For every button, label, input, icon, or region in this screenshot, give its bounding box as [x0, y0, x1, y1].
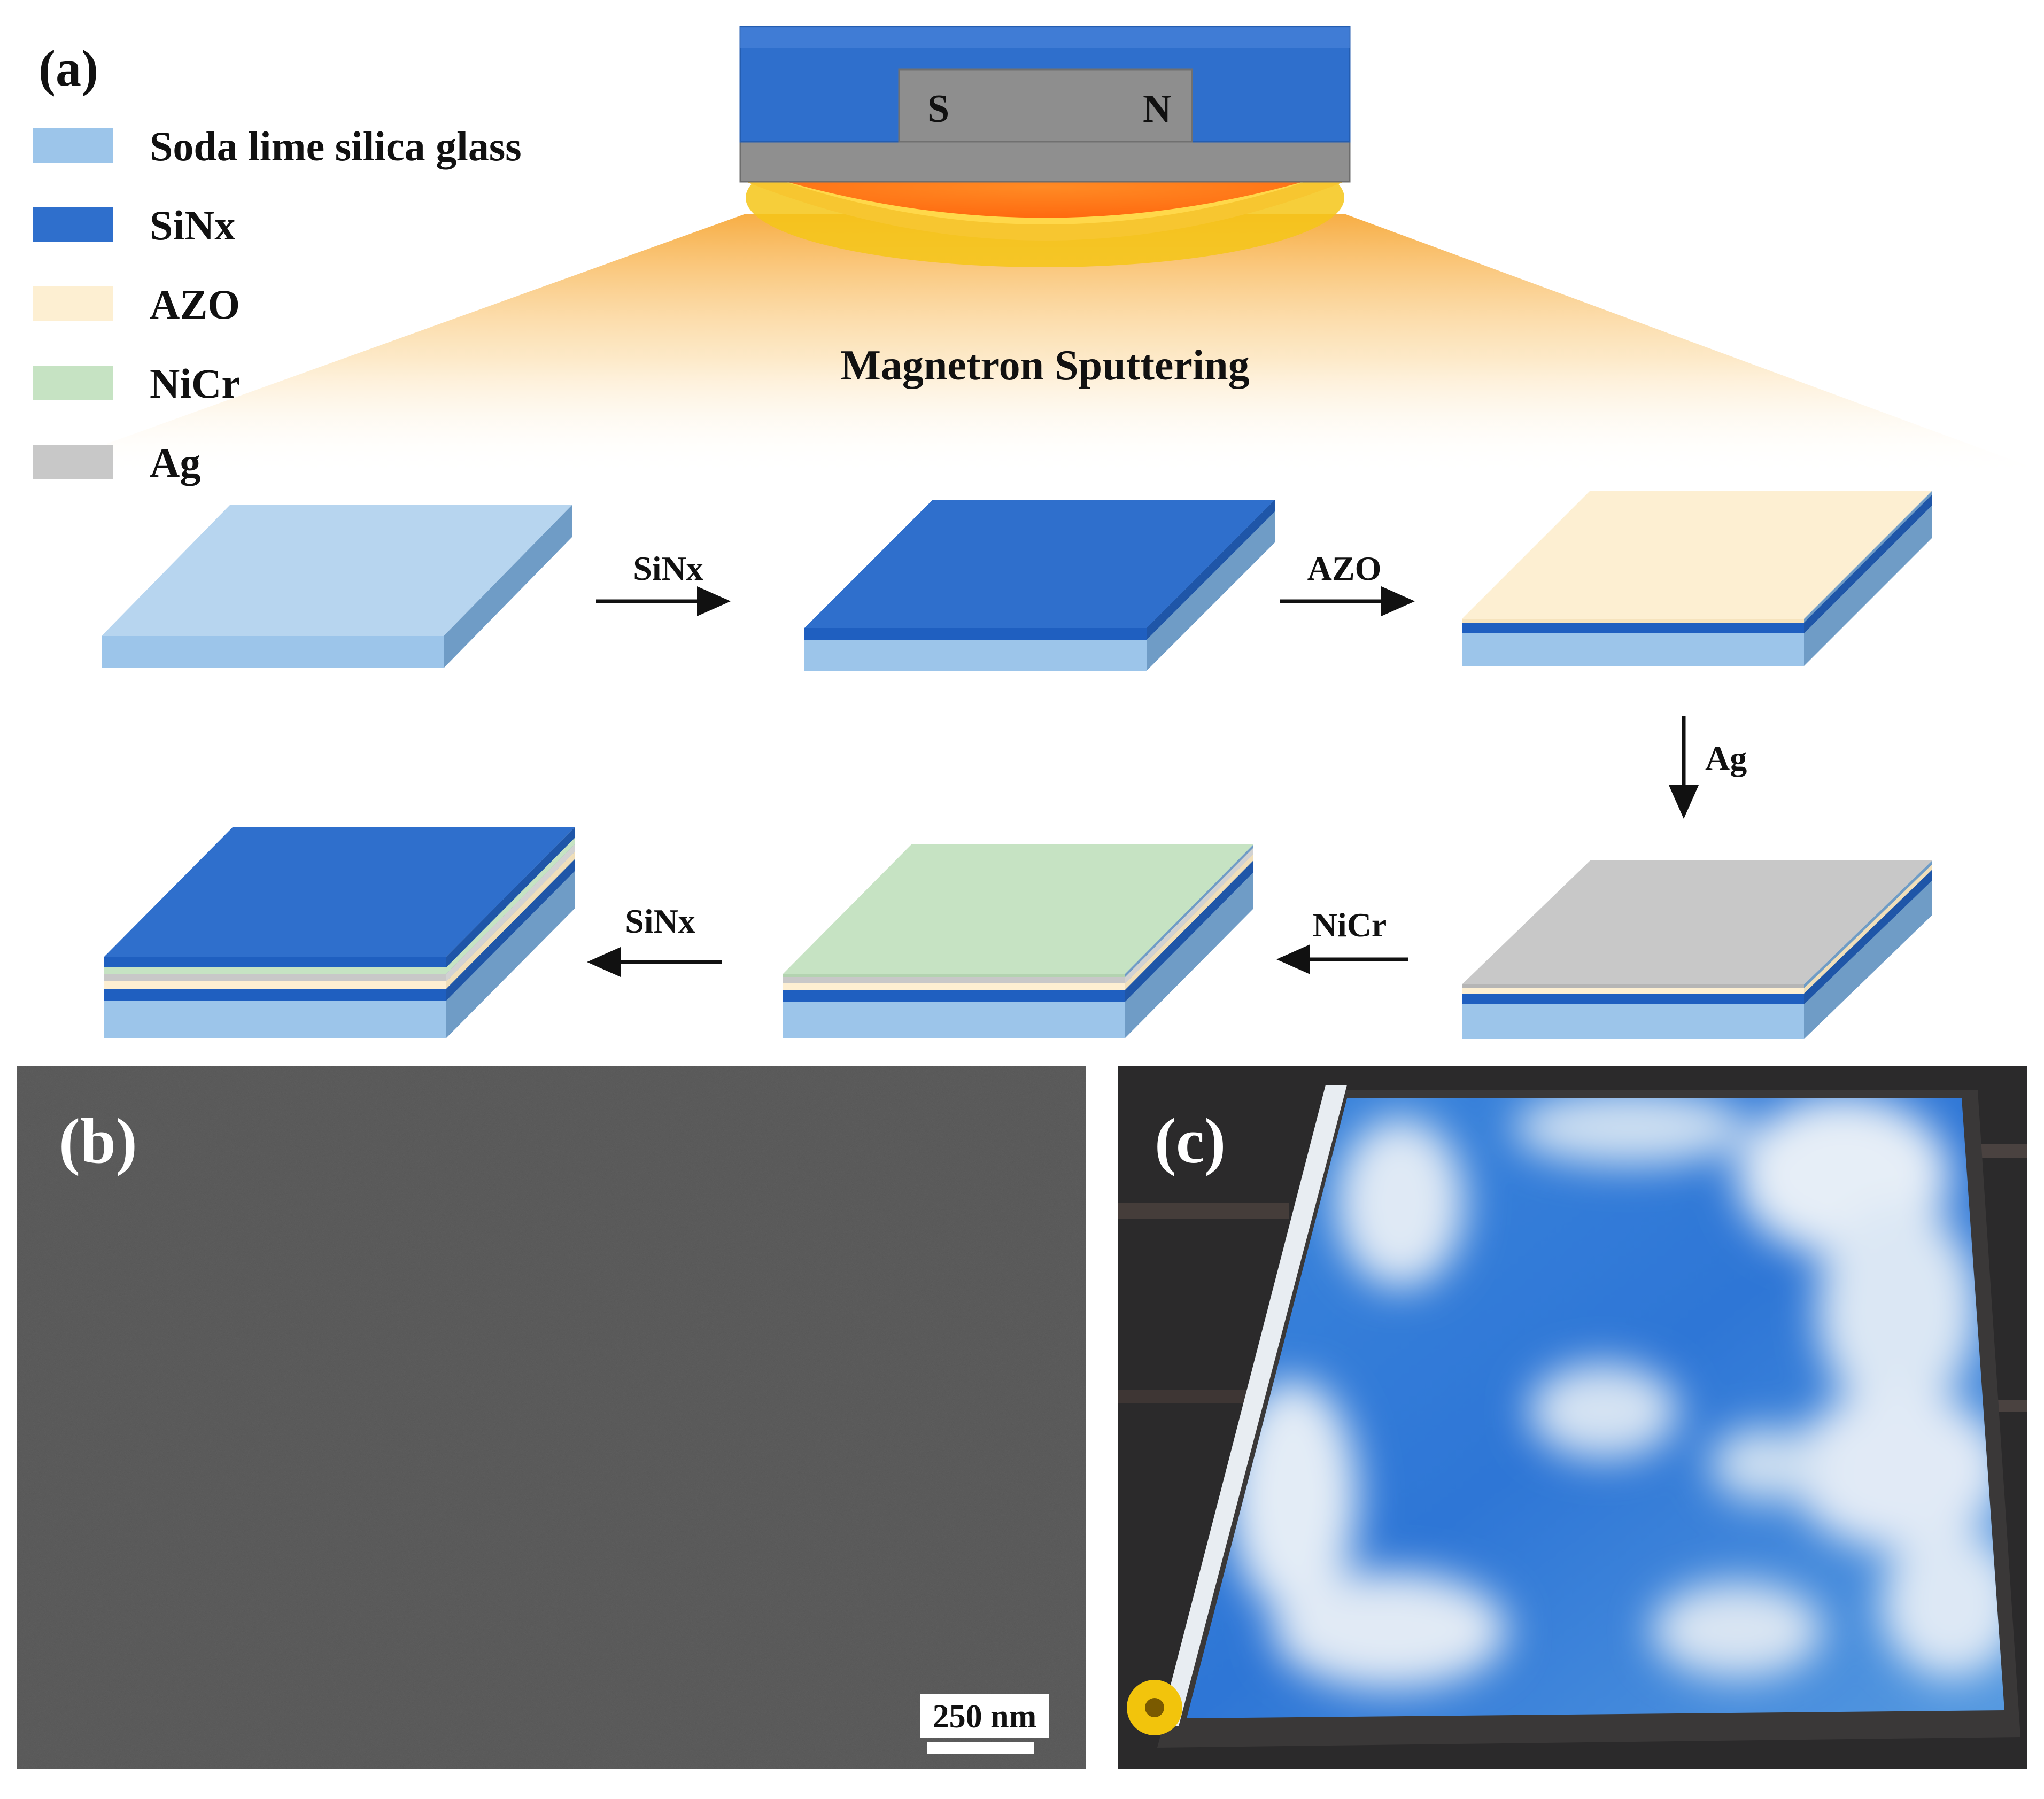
step-2-label: AZO	[1307, 549, 1382, 587]
sputtering-beam	[107, 214, 2026, 476]
magnet-south-label: S	[927, 87, 949, 131]
legend-label-glass: Soda lime silica glass	[150, 123, 522, 169]
panel-a: (a) S N Magnetron Sputtering Soda lime s…	[33, 26, 2026, 1039]
scale-bar	[927, 1742, 1034, 1754]
legend-swatch-ag	[33, 445, 113, 479]
step-4-label: NiCr	[1313, 906, 1387, 944]
process-arrows: SiNx AZO Ag NiCr SiNx	[587, 549, 1747, 977]
scale-bar-box	[920, 1694, 1049, 1738]
sem-image	[17, 1066, 1086, 1769]
panel-b: (b) 250 nm	[17, 1066, 1086, 1769]
step-3-label: Ag	[1705, 739, 1747, 777]
stack-2-sinx	[804, 500, 1275, 671]
legend-label-ag: Ag	[150, 439, 200, 486]
legend-label-azo: AZO	[150, 281, 240, 328]
magnetron: S N	[739, 26, 1351, 267]
coated-glass-pane	[1187, 1098, 2004, 1718]
panel-b-label: (b)	[59, 1105, 137, 1176]
stack-4-ag	[1462, 860, 1932, 1039]
legend-label-nicr: NiCr	[150, 360, 240, 407]
legend-swatch-glass	[33, 128, 113, 163]
legend-swatch-azo	[33, 286, 113, 321]
step-1-label: SiNx	[633, 549, 703, 587]
legend-swatch-sinx	[33, 207, 113, 242]
panel-c-label: (c)	[1155, 1105, 1226, 1176]
stack-1-glass	[102, 505, 572, 668]
legend-swatch-nicr	[33, 366, 113, 400]
step-5-label: SiNx	[625, 902, 695, 940]
target-plate	[739, 141, 1351, 183]
process-label: Magnetron Sputtering	[840, 342, 1249, 389]
stack-5-nicr	[783, 844, 1253, 1038]
magnet-bar	[898, 68, 1193, 143]
panel-a-label: (a)	[38, 40, 98, 97]
legend: Soda lime silica glass SiNx AZO NiCr Ag	[33, 123, 522, 486]
stack-6-final	[104, 827, 575, 1038]
legend-label-sinx: SiNx	[150, 202, 235, 249]
scale-bar-label: 250 nm	[933, 1699, 1037, 1735]
magnet-north-label: N	[1143, 87, 1171, 131]
edge-rail	[1160, 1085, 1347, 1726]
panel-c: (c)	[1118, 1066, 2027, 1769]
stack-3-azo	[1462, 491, 1932, 666]
sputter-target	[759, 174, 1331, 218]
